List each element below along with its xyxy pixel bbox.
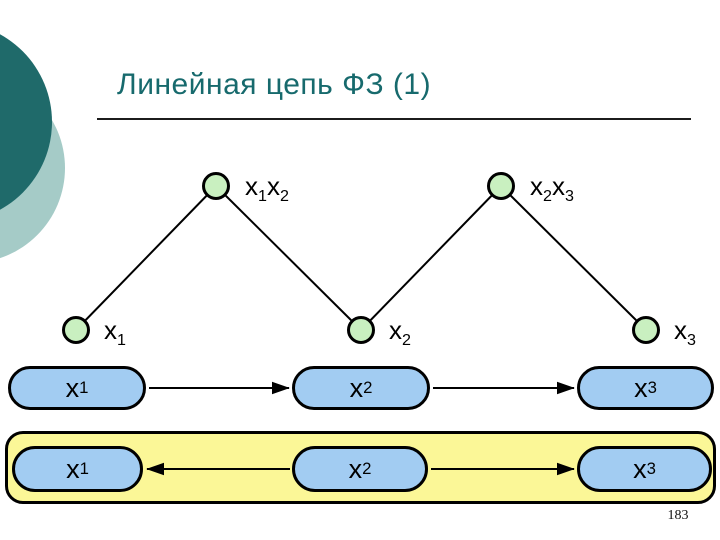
variable-node-x3: [632, 316, 660, 344]
variable-node-x2-label: x2: [389, 315, 411, 350]
factor-node-x2x3-label: x2x3: [530, 171, 574, 206]
factor-node-x1x2: [202, 172, 230, 200]
edge-f12-v1: [75, 185, 217, 331]
edge-f12-v2: [215, 185, 362, 331]
variable-node-x1: [62, 316, 90, 344]
variable-node-x3-label: x3: [674, 315, 696, 350]
factor-node-x2x3: [487, 172, 515, 200]
edge-f23-v2: [360, 185, 502, 331]
page-number: 183: [667, 508, 689, 523]
slide-title: Линейная цепь ФЗ (1): [117, 68, 432, 101]
variable-node-x1-label: x1: [104, 315, 126, 350]
edge-f23-v3: [500, 185, 647, 331]
factor-node-x1x2-label: x1x2: [245, 171, 289, 206]
title-underline: [97, 118, 691, 120]
variable-node-x2: [347, 316, 375, 344]
